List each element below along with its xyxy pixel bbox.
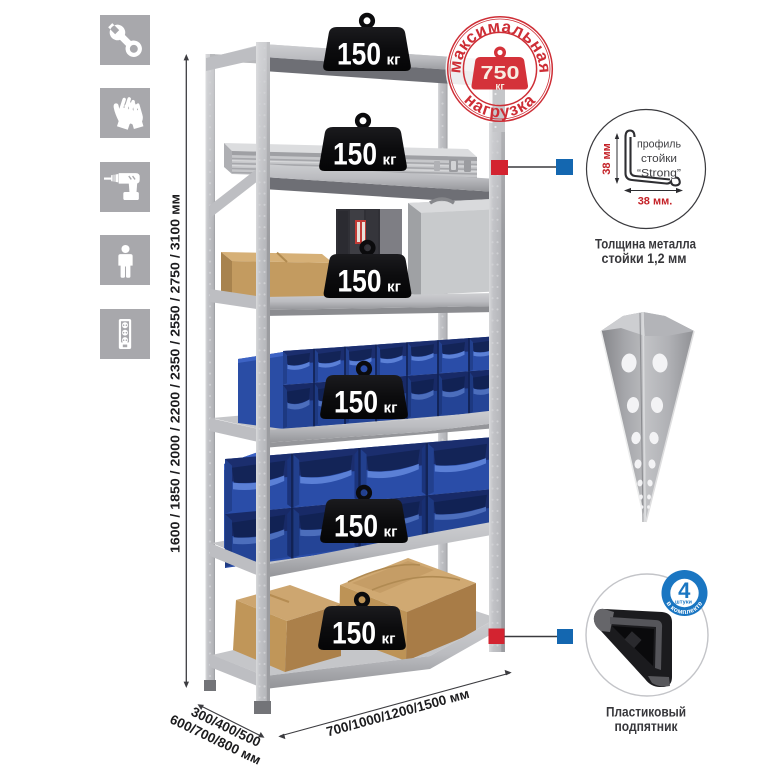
svg-text:Толщина металла: Толщина металла: [595, 237, 696, 252]
svg-text:700/1000/1200/1500 мм: 700/1000/1200/1500 мм: [325, 686, 471, 739]
svg-text:кг: кг: [495, 82, 504, 93]
svg-text:750: 750: [481, 62, 520, 83]
svg-text:38 мм.: 38 мм.: [638, 196, 673, 208]
svg-text:стойки: стойки: [641, 153, 677, 165]
svg-text:38 мм: 38 мм: [601, 143, 613, 175]
svg-text:“Strong”: “Strong”: [637, 168, 681, 180]
svg-text:подпятник: подпятник: [615, 719, 678, 734]
svg-text:стойки 1,2 мм: стойки 1,2 мм: [602, 251, 687, 266]
svg-text:Пластиковый: Пластиковый: [606, 705, 686, 720]
svg-text:штуки: штуки: [675, 600, 692, 606]
svg-text:1600 / 1850 / 2000 / 2200 / 23: 1600 / 1850 / 2000 / 2200 / 2350 / 2550 …: [169, 194, 183, 553]
svg-text:профиль: профиль: [637, 139, 681, 151]
svg-text:4: 4: [678, 578, 691, 603]
